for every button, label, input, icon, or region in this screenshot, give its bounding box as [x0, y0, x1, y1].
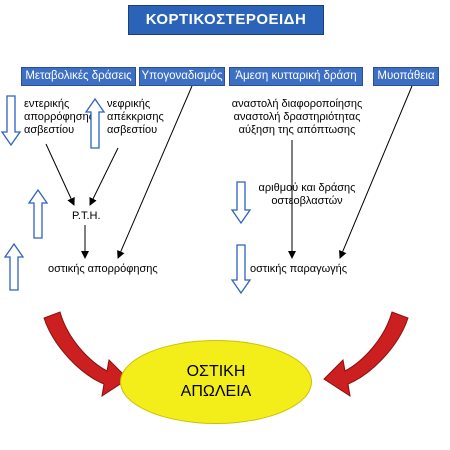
header-myopathy: Μυοπάθεια: [373, 67, 439, 86]
formation-label: οστικής παραγωγής: [250, 263, 348, 275]
cellular-effects-text: αναστολή διαφοροποίησης αναστολή δραστηρ…: [231, 98, 363, 136]
diagram-title: ΚΟΡΤΙΚΟΣΤΕΡΟΕΙΔΗ: [128, 5, 324, 35]
pth-label: P.T.H.: [72, 210, 101, 222]
header-hypogonadism: Υπογοναδισμός: [139, 67, 225, 86]
curved-arrow-right: [323, 311, 409, 398]
up-arrow-excretion: [84, 97, 106, 149]
osteoblasts-text: αριθμού και δράσης οστεοβλαστών: [258, 182, 356, 207]
excretion-text: νεφρικής απέκκρισης ασβεστίου: [107, 98, 164, 136]
resorption-label: οστικής απορρόφησης: [48, 263, 158, 275]
header-cellular: Άμεση κυτταρική δράση: [229, 67, 363, 86]
arrow-excretion-to-pth: [89, 147, 119, 206]
down-arrow-osteoblasts: [230, 181, 252, 225]
up-arrow-pth: [27, 188, 49, 239]
curved-arrow-left: [43, 311, 129, 398]
absorption-text: εντερικής απορρόφησης ασβεστίου: [24, 98, 95, 136]
down-arrow-formation: [230, 244, 252, 295]
arrow-absorption-to-pth: [45, 143, 75, 206]
arrow-hypogonadism-to-resorption: [117, 85, 193, 259]
bone-loss-result: ΟΣΤΙΚΗ ΑΠΩΛΕΙΑ: [120, 340, 312, 424]
down-arrow-absorption: [0, 95, 22, 147]
arrow-myopathy-to-formation: [339, 85, 413, 259]
header-metabolic: Μεταβολικές δράσεις: [21, 67, 136, 86]
up-arrow-resorption: [3, 242, 25, 291]
